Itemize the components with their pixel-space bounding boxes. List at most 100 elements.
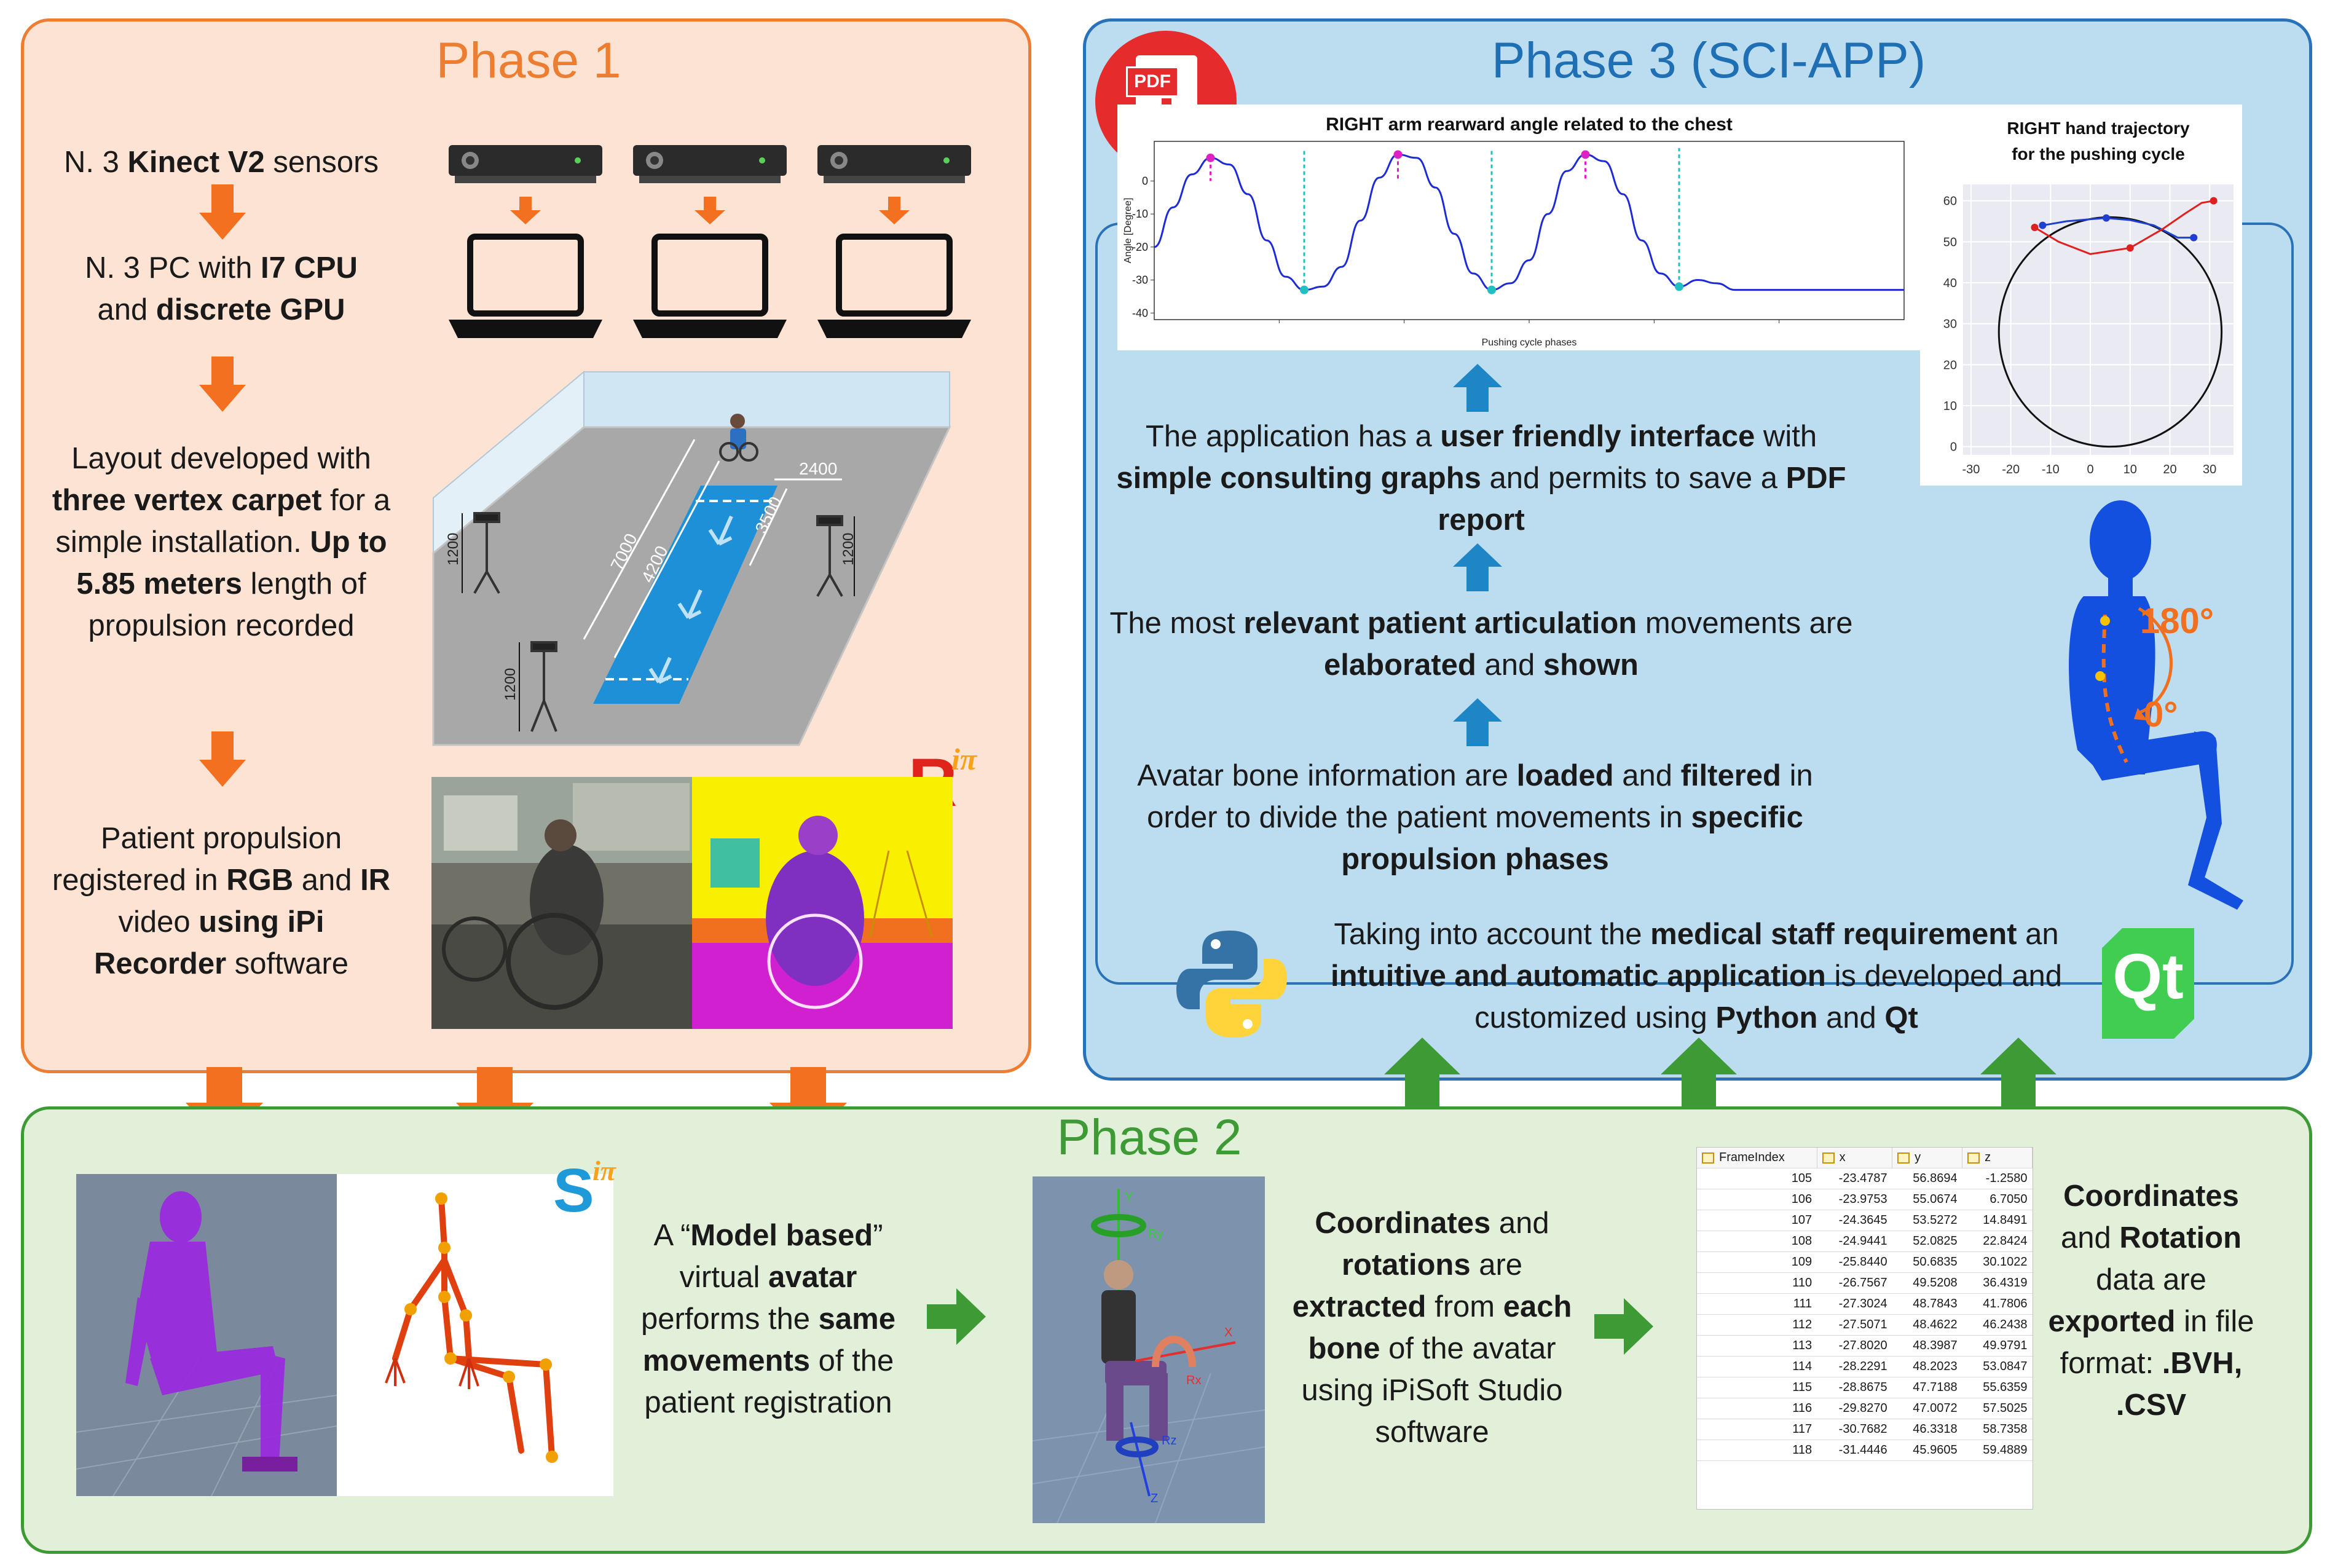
axis-x-label: X xyxy=(1224,1326,1232,1339)
line-chart-ylabel: Angle [Degree] xyxy=(1123,198,1133,264)
phase1-step-pc: N. 3 PC with I7 CPU and discrete GPU xyxy=(85,251,358,326)
axis-rx-label: Rx xyxy=(1186,1374,1201,1387)
phase2-right-arrow xyxy=(927,1288,986,1345)
phase3-up-arrow-1 xyxy=(1453,364,1502,412)
scatter-chart-point xyxy=(2190,234,2198,242)
table-cell: 6.7050 xyxy=(1962,1189,2033,1210)
scatter-chart-series-2 xyxy=(2034,200,2214,255)
scatter-chart-ytick-label: 30 xyxy=(1943,318,1957,331)
line-chart-ytick-label: -20 xyxy=(1132,241,1148,253)
line-chart-marker xyxy=(1487,285,1496,294)
scatter-chart-point xyxy=(2031,224,2039,231)
phase3-text-interface: The application has a user friendly inte… xyxy=(1116,420,1846,537)
kinect-sensor-icon xyxy=(633,145,787,183)
table-cell: 53.0847 xyxy=(1962,1356,2033,1377)
table-cell: 36.4319 xyxy=(1962,1272,2033,1294)
scatter-chart-point xyxy=(2102,214,2110,222)
line-chart-ytick-label: 0 xyxy=(1142,175,1148,187)
phase3-up-arrow-2 xyxy=(1453,543,1502,591)
kinect-sensor-icon xyxy=(817,145,971,183)
laptop-icon xyxy=(633,234,787,338)
table-cell: -24.9441 xyxy=(1817,1231,1892,1252)
tripod-left xyxy=(462,512,500,594)
scatter-chart-xtick-label: 30 xyxy=(2203,463,2216,476)
table-cell: 41.7806 xyxy=(1962,1293,2033,1315)
table-cell: 58.7358 xyxy=(1962,1419,2033,1440)
scatter-chart-ytick-label: 20 xyxy=(1943,358,1957,372)
angle-0-label: 0° xyxy=(2144,695,2178,735)
kinect-laptop-illustration xyxy=(449,145,971,338)
laptop-icon xyxy=(817,234,971,338)
phase1-to-phase2-arrow xyxy=(769,1067,847,1144)
table-cell: 46.2438 xyxy=(1962,1314,2033,1336)
ir-video-frame xyxy=(692,777,953,1029)
kinect-sensor-icon xyxy=(449,145,602,183)
table-cell: -26.7567 xyxy=(1817,1272,1892,1294)
scatter-chart-xtick-label: -10 xyxy=(2042,463,2060,476)
phase2-text-model: A “Model based” virtual avatar performs … xyxy=(641,1219,895,1419)
scatter-chart-point xyxy=(2126,244,2134,252)
wheelchair-user xyxy=(719,414,758,462)
scatter-chart-wheel-circle xyxy=(1997,216,2223,448)
table-cell: -29.8270 xyxy=(1817,1398,1892,1419)
scatter-chart-point xyxy=(2210,197,2218,205)
table-cell: 117 xyxy=(1697,1419,1817,1440)
table-cell: 55.0674 xyxy=(1892,1189,1962,1210)
line-chart-marker xyxy=(1206,153,1215,162)
table-cell: -27.3024 xyxy=(1817,1293,1892,1315)
table-header-cell: x xyxy=(1817,1148,1893,1168)
table-cell: 48.4622 xyxy=(1892,1314,1962,1336)
phase1-arrow-2 xyxy=(199,357,246,412)
dim-2400: 2400 xyxy=(799,459,837,478)
angle-180-label: 180° xyxy=(2140,601,2214,641)
laptop-icon xyxy=(449,234,602,338)
line-chart-marker xyxy=(1300,285,1309,294)
line-chart-ytick-label: -30 xyxy=(1132,274,1148,286)
tripod-right xyxy=(816,515,855,597)
scatter-chart-title-line2: for the pushing cycle xyxy=(2012,144,2185,163)
phase1-title: Phase 1 xyxy=(436,33,621,89)
ipi-skeleton xyxy=(337,1174,613,1496)
table-cell: -24.3645 xyxy=(1817,1210,1892,1231)
phase1-step-sensors: N. 3 Kinect V2 sensors xyxy=(64,146,379,179)
table-cell: 115 xyxy=(1697,1377,1817,1398)
scatter-chart-xtick-label: -20 xyxy=(2002,463,2020,476)
table-cell: -1.2580 xyxy=(1962,1168,2033,1189)
phase1-step-layout: Layout developed with three vertex carpe… xyxy=(52,442,391,642)
table-header-cell: y xyxy=(1892,1148,1963,1168)
arm-angle-chart: RIGHT arm rearward angle related to the … xyxy=(1117,104,1935,350)
table-cell: 47.7188 xyxy=(1892,1377,1962,1398)
table-cell: 107 xyxy=(1697,1210,1817,1231)
phase3-text-developed: Taking into account the medical staff re… xyxy=(1330,918,2062,1034)
phase3-text-avatar: Avatar bone information are loaded and f… xyxy=(1137,759,1813,876)
table-cell: 53.5272 xyxy=(1892,1210,1962,1231)
scatter-chart-xtick-label: -30 xyxy=(1962,463,1980,476)
table-cell: -30.7682 xyxy=(1817,1419,1892,1440)
phase1-arrow-3 xyxy=(199,731,246,787)
table-cell: 49.5208 xyxy=(1892,1272,1962,1294)
table-cell: 105 xyxy=(1697,1168,1817,1189)
axis-ry-label: Ry xyxy=(1148,1227,1163,1241)
seated-avatar-figure: 180° 0° xyxy=(2069,500,2243,910)
scatter-chart-ytick-label: 50 xyxy=(1943,235,1957,249)
line-chart-ytick-label: -40 xyxy=(1132,307,1148,319)
phase2-to-phase3-arrow xyxy=(1661,1038,1737,1114)
line-chart-ytick-label: -10 xyxy=(1132,208,1148,220)
table-cell: 30.1022 xyxy=(1962,1251,2033,1273)
scatter-chart-series-1 xyxy=(2042,217,2194,239)
ipi-studio-logo: S iπ xyxy=(553,1155,616,1225)
table-cell: -25.8440 xyxy=(1817,1251,1892,1273)
scatter-chart-xtick-label: 10 xyxy=(2123,463,2137,476)
table-cell: 48.3987 xyxy=(1892,1335,1962,1357)
phase3-title: Phase 3 (SCI-APP) xyxy=(1491,33,1926,89)
table-cell: 110 xyxy=(1697,1272,1817,1294)
